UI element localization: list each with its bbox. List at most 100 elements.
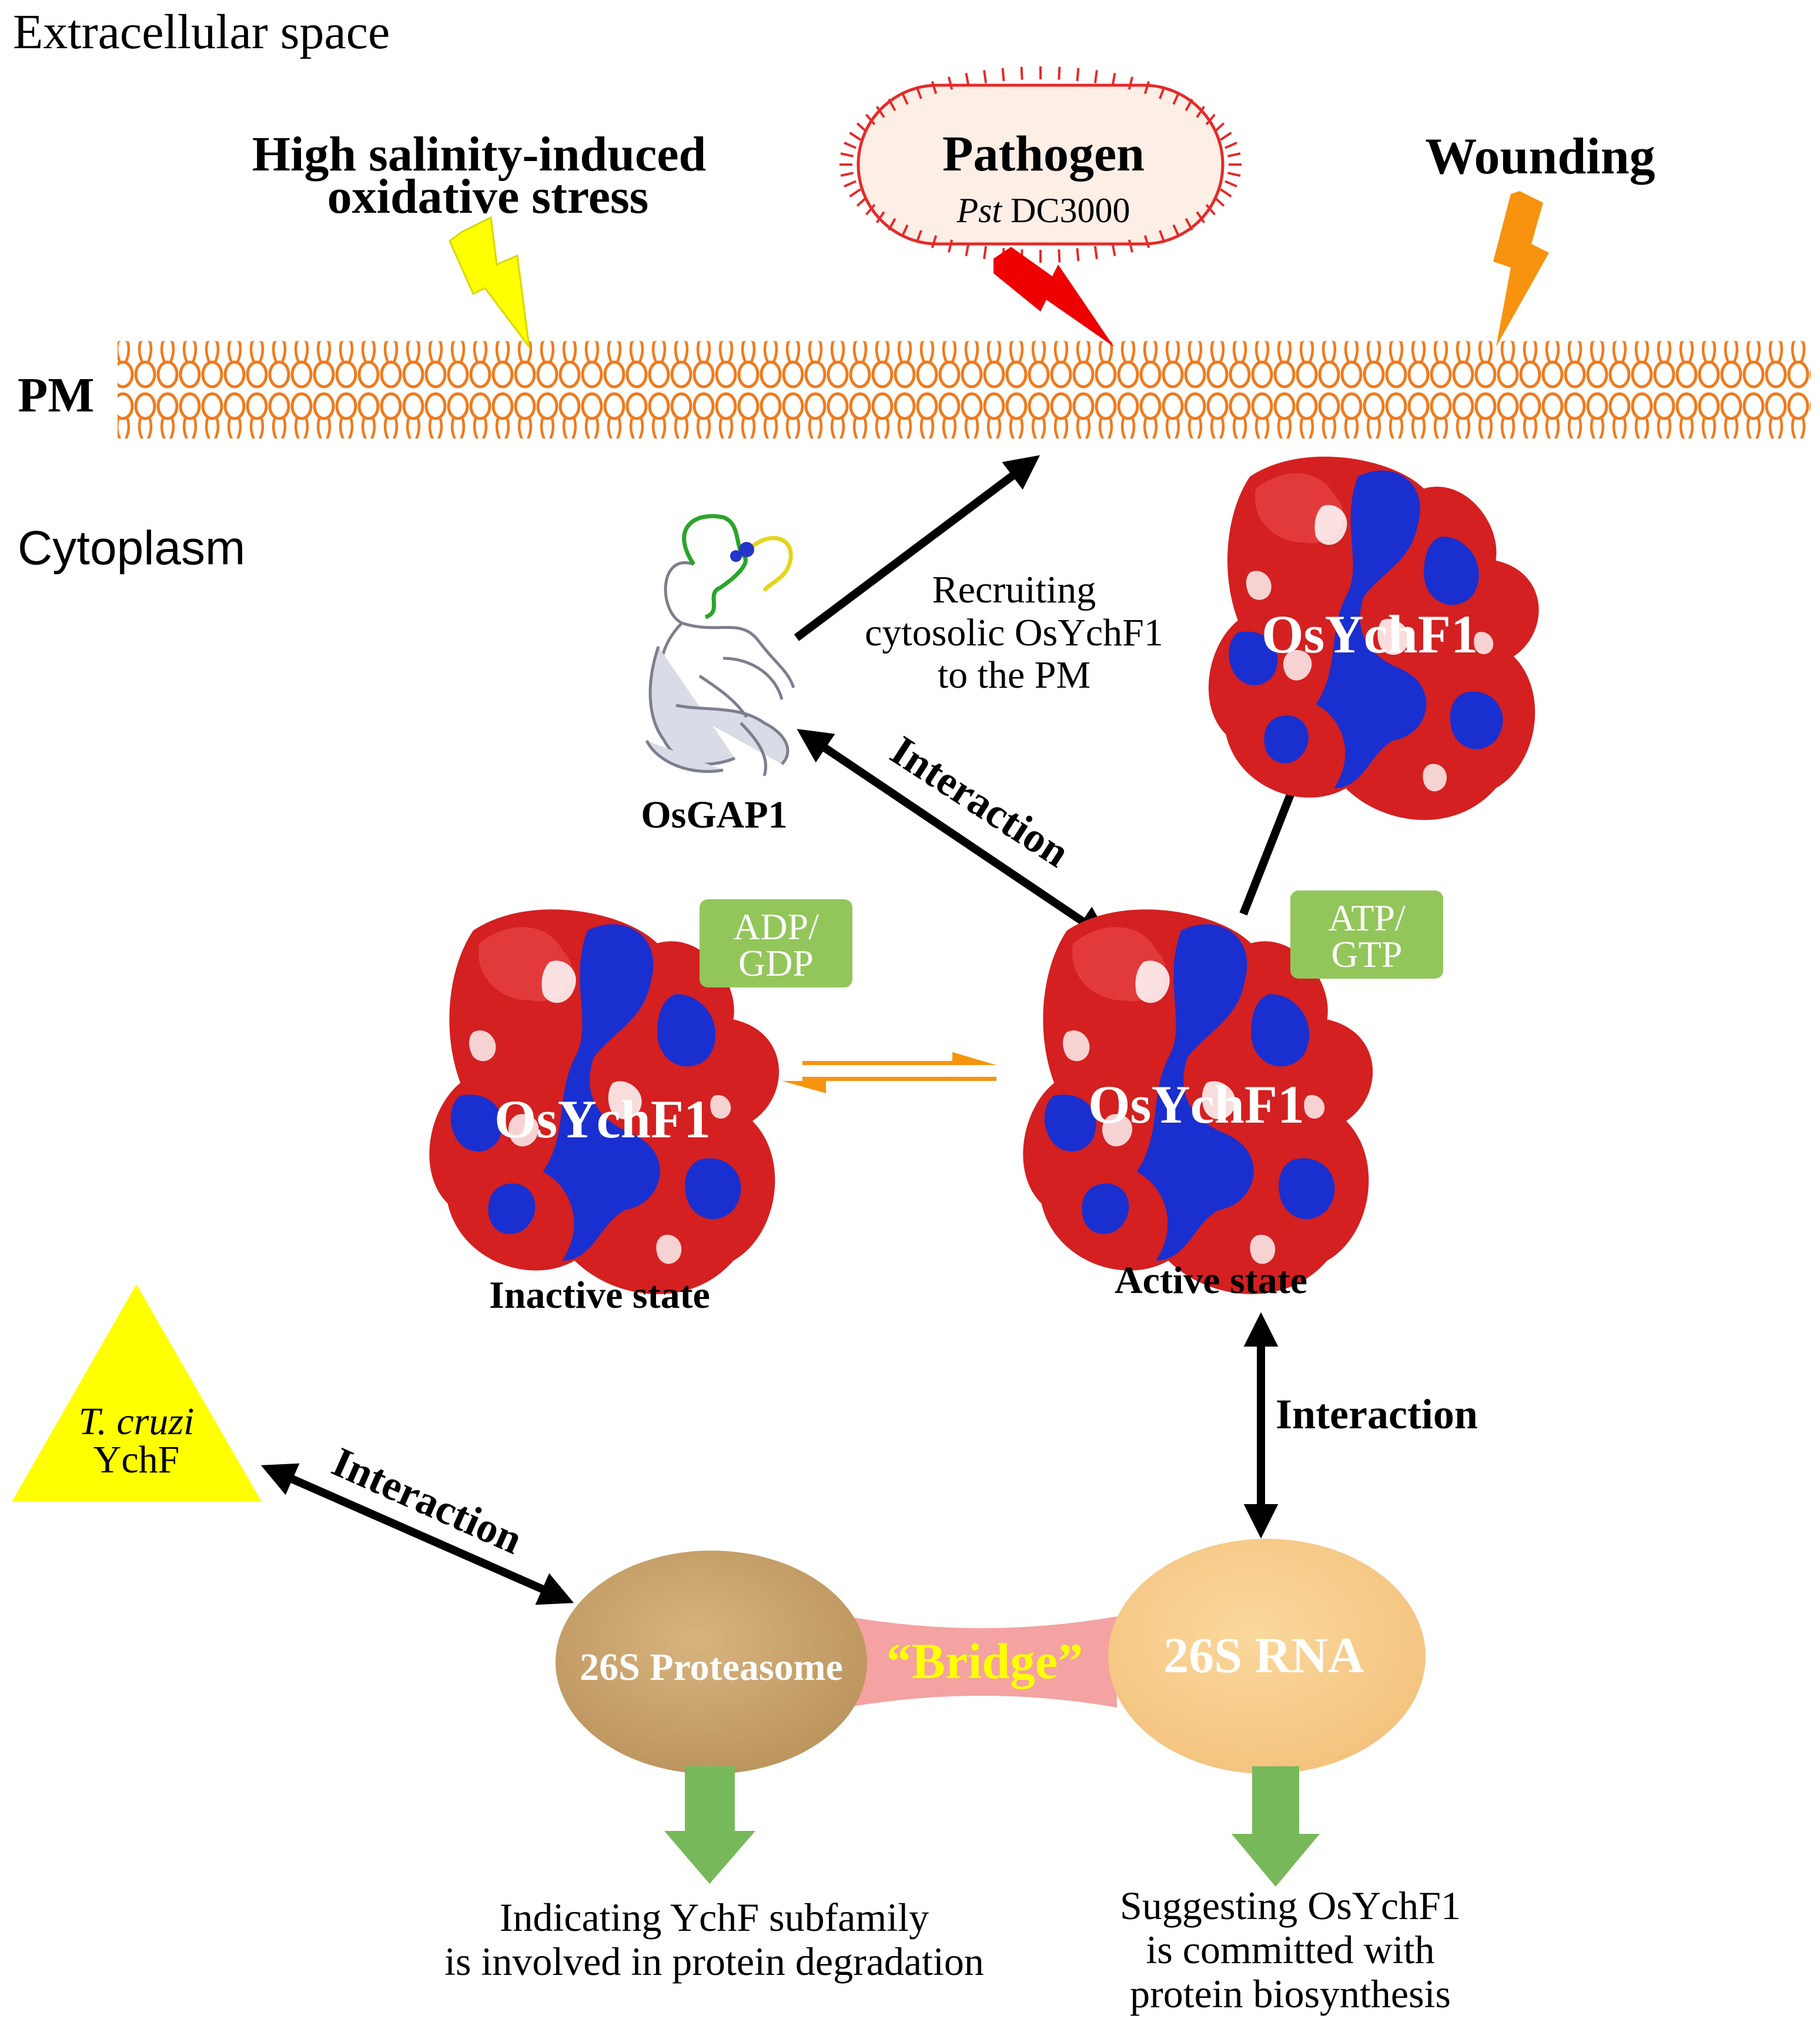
degradation-text-line2: is involved in protein degradation xyxy=(444,1939,984,1984)
osgap1-label: OsGAP1 xyxy=(641,793,787,836)
atp-gtp-badge xyxy=(1290,890,1443,979)
rna-ellipse xyxy=(1108,1539,1426,1774)
extracellular-space-label: Extracellular space xyxy=(13,5,390,59)
pathogen-cilium xyxy=(948,239,954,253)
pathogen-cilium xyxy=(875,211,885,223)
active-state-label: Active state xyxy=(1115,1259,1307,1302)
pathogen-cilium xyxy=(965,243,970,256)
pathogen-cilium xyxy=(1220,132,1232,141)
pathogen-cilium xyxy=(849,132,861,141)
adp-gdp-label-line1: ADP/ xyxy=(733,906,819,947)
cruzi-label-line2: YchF xyxy=(93,1438,180,1481)
degradation-text-line1: Indicating YchF subfamily xyxy=(500,1895,929,1940)
pathogen-lightning-icon xyxy=(993,247,1114,347)
biosynthesis-text-line3: protein biosynthesis xyxy=(1130,1971,1451,2016)
pathogen-cilium xyxy=(1093,246,1098,259)
pathogen-cilium xyxy=(915,86,922,99)
pathogen-strain-label: Pst DC3000 xyxy=(956,191,1130,230)
cruzi-interaction-label: Interaction xyxy=(325,1438,529,1563)
pathogen-cilium xyxy=(1220,188,1232,197)
pathogen-cilium xyxy=(1111,243,1116,256)
inactive-state-label: Inactive state xyxy=(489,1274,710,1317)
pathogen-cilium xyxy=(865,204,876,216)
pathogen-cilium xyxy=(931,235,938,249)
pathogen-cilium xyxy=(931,81,938,95)
atp-gtp-label-line2: GTP xyxy=(1331,933,1403,975)
atp-gtp-label-line1: ATP/ xyxy=(1328,897,1406,939)
osychf1-inactive-label: OsYchF1 xyxy=(494,1089,711,1149)
pathogen-cilium xyxy=(844,142,857,149)
osgap1-calcium-ion xyxy=(739,542,754,557)
pathogen-cilium xyxy=(915,230,922,243)
salinity-lightning-icon xyxy=(449,216,531,350)
pathogen-cilium xyxy=(1093,70,1098,83)
pathogen-cilium xyxy=(1213,196,1225,207)
cruzi-ychf-triangle xyxy=(12,1284,262,1502)
pathogen-cilium xyxy=(1172,92,1180,105)
pathogen-cilium xyxy=(1196,106,1206,118)
cruzi-interaction-arrow xyxy=(260,1463,574,1605)
osychf1-membrane-label: OsYchF1 xyxy=(1262,604,1478,664)
wounding-lightning-icon xyxy=(1493,191,1549,347)
pathogen-cilium xyxy=(849,188,861,197)
osgap1-loop-green xyxy=(682,514,748,620)
rna-label: 26S RNA xyxy=(1163,1627,1364,1683)
cruzi-label-line1: T. cruzi xyxy=(79,1400,195,1443)
pathogen-cilium xyxy=(1227,152,1241,158)
salinity-stress-label-line1: High salinity-induced xyxy=(252,127,707,182)
pathogen-cilium xyxy=(1128,239,1133,253)
recruiting-text-line2: cytosolic OsYchF1 xyxy=(865,611,1163,654)
pathogen-cell xyxy=(839,66,1242,263)
pathogen-cilium xyxy=(865,113,876,125)
pathogen-cilium xyxy=(1205,204,1216,216)
pathogen-cilium xyxy=(983,70,988,83)
degradation-arrow xyxy=(664,1766,755,1884)
bridge-connector xyxy=(847,1616,1117,1707)
pathogen-cilium xyxy=(1205,113,1216,125)
pathogen-cilium xyxy=(948,76,954,90)
pathogen-cilium xyxy=(901,92,909,105)
pathogen-cilium xyxy=(1076,68,1080,81)
osgap1-loop-yellow xyxy=(742,535,793,592)
osgap1-interaction-arrow xyxy=(797,729,1111,940)
pathogen-cilium xyxy=(840,152,854,158)
osgap1-structure-icon xyxy=(645,561,795,776)
pathogen-cilium xyxy=(1111,73,1116,86)
rna-interaction-label: Interaction xyxy=(1276,1391,1478,1438)
plasma-membrane-label: PM xyxy=(18,368,95,423)
pathogen-cilium xyxy=(1225,180,1237,188)
pathogen-cilium xyxy=(1143,81,1150,95)
pathogen-label: Pathogen xyxy=(942,125,1145,182)
bridge-label: “Bridge” xyxy=(886,1633,1083,1689)
pathogen-cilium xyxy=(983,246,988,259)
pathogen-cilium xyxy=(901,224,909,237)
recruiting-text-line1: Recruiting xyxy=(932,568,1096,611)
pathogen-cilium xyxy=(1143,235,1150,249)
plasma-membrane xyxy=(118,341,1811,438)
pathogen-cilium xyxy=(875,106,885,118)
biosynthesis-text-line2: is committed with xyxy=(1146,1927,1434,1972)
pathogen-cilium xyxy=(844,180,857,188)
pathogen-cilium xyxy=(1185,98,1193,111)
pathogen-cilium xyxy=(1159,230,1166,243)
pathogen-cilium xyxy=(1159,86,1166,99)
pathogen-cilium xyxy=(888,98,896,111)
pathogen-cilium xyxy=(1172,224,1180,237)
biosynthesis-arrow xyxy=(1232,1766,1320,1887)
pathogen-cilium xyxy=(1076,248,1080,262)
proteasome-ellipse xyxy=(556,1551,867,1774)
pathogen-cilium xyxy=(965,73,970,86)
osychf1-active-label: OsYchF1 xyxy=(1088,1074,1304,1134)
recruit-arrow xyxy=(794,455,1041,641)
pathogen-cilium xyxy=(1196,211,1206,223)
pathogen-cilium xyxy=(1128,76,1133,90)
pathogen-cilium xyxy=(856,196,868,207)
pathogen-cilium xyxy=(1213,122,1225,133)
pathogen-cilium xyxy=(840,172,854,177)
adp-gdp-label-line2: GDP xyxy=(738,942,814,984)
pathogen-cilium xyxy=(1227,172,1241,177)
recruiting-text-line3: to the PM xyxy=(938,654,1090,697)
osgap1-calcium-ion xyxy=(730,550,742,562)
pathogen-cilium xyxy=(1185,218,1193,231)
